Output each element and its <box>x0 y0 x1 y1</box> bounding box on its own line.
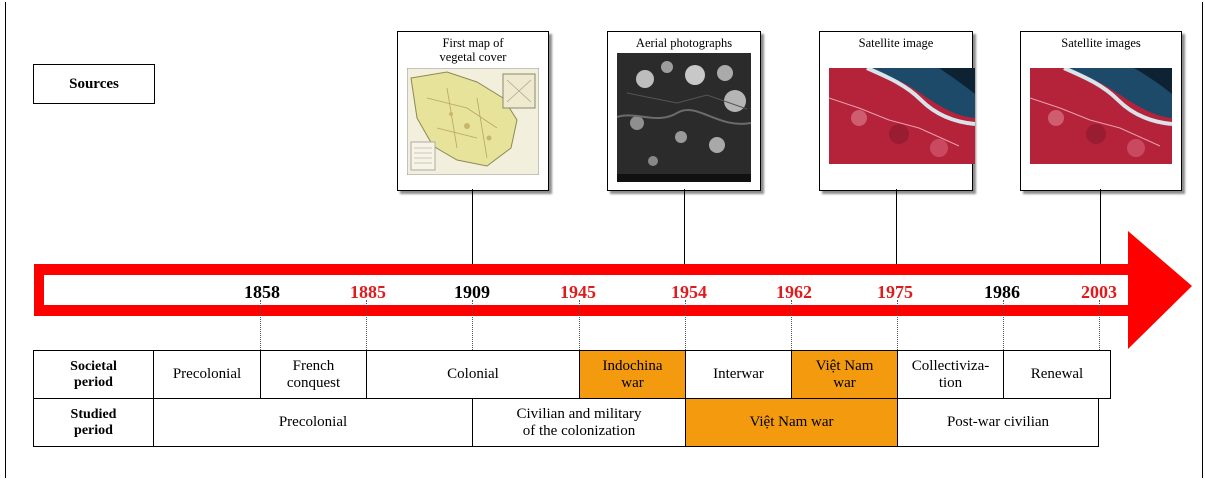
period-cell: Precolonial <box>153 350 261 399</box>
connector-line <box>472 189 473 266</box>
year-label: 1909 <box>454 282 490 302</box>
cell-line: war <box>833 374 856 391</box>
sources-label-box: Sources <box>33 64 155 104</box>
card-title: First map of vegetal cover <box>398 36 548 64</box>
cell-line: Việt Nam <box>815 357 874 374</box>
cell-line: Interwar <box>713 366 764 382</box>
year-label: 1885 <box>350 282 386 302</box>
card-title-line: Satellite image <box>858 36 934 50</box>
period-separator <box>1003 300 1004 350</box>
header-line: Societal <box>70 358 117 374</box>
period-separator <box>472 300 473 350</box>
cell-line: Collectiviza- <box>911 357 990 374</box>
period-separator <box>791 300 792 350</box>
map-icon <box>406 67 540 176</box>
period-separator <box>366 300 367 350</box>
connector-line <box>684 189 685 266</box>
header-line: Studied <box>70 406 117 422</box>
period-cell: Việt Nam war <box>685 398 898 447</box>
cell-line: of the colonization <box>522 422 636 439</box>
cell-line: Precolonial <box>172 366 242 382</box>
year-label: 1986 <box>984 282 1020 302</box>
cell-line: war <box>621 374 644 391</box>
card-title-line: Aerial photographs <box>635 36 733 50</box>
period-cell: Post-war civilian <box>897 398 1099 447</box>
header-line: period <box>74 422 113 438</box>
period-cell: Colonial <box>366 350 580 399</box>
cell-line: Indochina <box>602 357 663 374</box>
cell-line: conquest <box>286 374 341 391</box>
card-title-line: Satellite images <box>1061 36 1141 50</box>
cell-line: Colonial <box>447 366 499 382</box>
period-separator <box>897 300 898 350</box>
aerial-photo-icon <box>616 53 752 182</box>
year-label: 1945 <box>560 282 596 302</box>
source-card-vegetation-map: First map of vegetal cover <box>397 31 549 191</box>
cell-line: tion <box>938 374 963 391</box>
connector-line <box>1100 189 1101 266</box>
cell-line: Việt Nam war <box>749 414 834 430</box>
year-label: 2003 <box>1081 282 1117 302</box>
card-title-line: First map of <box>442 36 504 50</box>
period-cell: Interwar <box>685 350 792 399</box>
period-cell: Precolonial <box>153 398 473 447</box>
card-title: Satellite images <box>1021 36 1181 50</box>
cell-line: Civilian and military <box>516 405 642 422</box>
period-cell: Collectiviza-tion <box>897 350 1004 399</box>
cell-line: Precolonial <box>278 414 348 430</box>
sources-label: Sources <box>69 75 119 92</box>
source-card-satellite-images: Satellite images <box>1020 31 1182 191</box>
satellite-image-icon <box>1029 66 1173 164</box>
header-line: period <box>74 374 113 390</box>
period-separator <box>685 300 686 350</box>
card-title-line: vegetal cover <box>439 50 507 64</box>
period-separator <box>579 300 580 350</box>
cell-line: Post-war civilian <box>946 414 1050 430</box>
period-separator <box>1099 300 1100 350</box>
source-card-satellite-image: Satellite image <box>819 31 976 191</box>
year-label: 1858 <box>244 282 280 302</box>
connector-line <box>896 189 897 266</box>
card-title: Satellite image <box>820 36 972 50</box>
period-separator <box>260 300 261 350</box>
cell-line: French <box>292 357 335 374</box>
period-cell: Renewal <box>1003 350 1111 399</box>
figure-frame <box>5 2 1203 478</box>
card-title: Aerial photographs <box>608 36 760 50</box>
year-label: 1962 <box>776 282 812 302</box>
year-label: 1954 <box>671 282 707 302</box>
cell-line: Renewal <box>1030 366 1084 382</box>
satellite-image-icon <box>828 66 976 164</box>
year-label: 1975 <box>877 282 913 302</box>
